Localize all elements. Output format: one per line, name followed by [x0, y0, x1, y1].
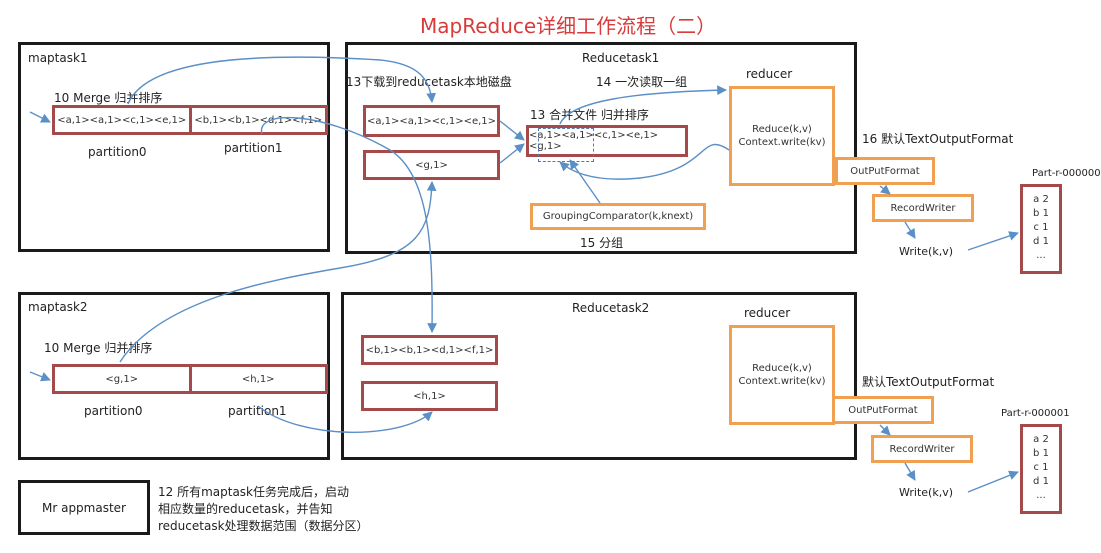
maptask1-partition-bar: <a,1><a,1><c,1><e,1> <b,1><b,1><d,1><f,1… — [52, 105, 328, 135]
reducer2-context-text: Context.write(kv) — [738, 376, 826, 387]
reducer2-label: reducer — [744, 306, 791, 320]
appmaster-note: 12 所有maptask任务完成后，启动 相应数量的reducetask，并告知… — [158, 484, 369, 535]
grouping-comparator-box: GroupingComparator(k,knext) — [530, 203, 706, 230]
output1-part-name: Part-r-000000 — [1032, 168, 1101, 179]
output1-format-label: 16 默认TextOutputFormat — [862, 132, 1014, 146]
reducer2-box: Reduce(k,v) Context.write(kv) — [729, 325, 835, 425]
output2-record: b 1 — [1033, 448, 1049, 459]
diagram-title: MapReduce详细工作流程（二） — [420, 14, 717, 38]
output1-outputformat-box: OutPutFormat — [835, 157, 935, 185]
arrow-write2-to-part2 — [967, 470, 1019, 493]
arrow-rw2-to-write2 — [904, 462, 916, 481]
group-selection-outline — [538, 128, 594, 162]
appmaster-box: Mr appmaster — [18, 480, 150, 535]
output2-part-file: a 2 b 1 c 1 d 1 ... — [1020, 424, 1062, 514]
maptask2-partition-bar: <g,1> <h,1> — [52, 364, 328, 394]
output1-part-file: a 2 b 1 c 1 d 1 ... — [1020, 184, 1062, 274]
output2-record: ... — [1036, 490, 1046, 501]
maptask2-label: maptask2 — [28, 300, 88, 314]
reducer1-context-text: Context.write(kv) — [738, 137, 826, 148]
reducer1-reduce-text: Reduce(k,v) — [752, 124, 812, 135]
group-label: 15 分组 — [580, 236, 624, 250]
reducetask2-box2: <h,1> — [361, 381, 498, 411]
read-one-group-label: 14 一次读取一组 — [596, 75, 688, 89]
output2-record: d 1 — [1033, 476, 1049, 487]
reducetask2-box1: <b,1><b,1><d,1><f,1> — [361, 335, 498, 365]
arrow-rw1-to-write1 — [904, 221, 916, 239]
reducer1-label: reducer — [746, 67, 793, 81]
output1-record: d 1 — [1033, 236, 1049, 247]
output1-record: a 2 — [1033, 194, 1049, 205]
maptask1-partition1-label: partition1 — [224, 141, 283, 155]
appmaster-note-line: 相应数量的reducetask，并告知 — [158, 502, 333, 516]
output1-record: b 1 — [1033, 208, 1049, 219]
maptask1-panel — [18, 42, 330, 252]
appmaster-note-line: 12 所有maptask任务完成后，启动 — [158, 485, 350, 499]
reducetask1-box1: <a,1><a,1><c,1><e,1> — [363, 105, 500, 137]
maptask1-merge-label: 10 Merge 归并排序 — [54, 91, 163, 105]
appmaster-note-line: reducetask处理数据范围（数据分区） — [158, 519, 369, 533]
output2-record: c 1 — [1033, 462, 1049, 473]
maptask2-partition1-label: partition1 — [228, 404, 287, 418]
maptask2-partition1-cell: <h,1> — [241, 373, 275, 385]
maptask1-label: maptask1 — [28, 51, 88, 65]
arrow-write1-to-part1 — [967, 231, 1019, 251]
reducer1-box: Reduce(k,v) Context.write(kv) — [729, 86, 835, 186]
maptask1-partition1-cell: <b,1><b,1><d,1><f,1> — [194, 114, 323, 126]
output1-record: ... — [1036, 250, 1046, 261]
maptask2-partition0-cell: <g,1> — [55, 367, 192, 391]
output2-recordwriter-box: RecordWriter — [871, 435, 973, 463]
reducetask1-label: Reducetask1 — [582, 51, 660, 65]
maptask1-partition0-cell: <a,1><a,1><c,1><e,1> — [55, 108, 192, 132]
arrow-of1-to-rw1 — [879, 184, 891, 195]
output2-outputformat-box: OutPutFormat — [832, 396, 934, 424]
maptask1-partition0-label: partition0 — [88, 145, 147, 159]
output1-write-label: Write(k,v) — [899, 245, 954, 258]
reducer2-reduce-text: Reduce(k,v) — [752, 363, 812, 374]
output1-record: c 1 — [1033, 222, 1049, 233]
output1-recordwriter-box: RecordWriter — [872, 194, 974, 222]
arrow-of2-to-rw2 — [879, 424, 891, 436]
maptask2-partition0-label: partition0 — [84, 404, 143, 418]
maptask2-merge-label: 10 Merge 归并排序 — [44, 341, 153, 355]
output2-write-label: Write(k,v) — [899, 486, 954, 499]
output2-format-label: 默认TextOutputFormat — [862, 375, 995, 389]
output2-part-name: Part-r-000001 — [1001, 408, 1070, 419]
output2-record: a 2 — [1033, 434, 1049, 445]
reducetask2-label: Reducetask2 — [572, 301, 650, 315]
reducetask1-box2: <g,1> — [363, 150, 500, 180]
merge-file-label: 13 合并文件 归并排序 — [530, 108, 649, 122]
download-label: 13下载到reducetask本地磁盘 — [346, 75, 512, 89]
